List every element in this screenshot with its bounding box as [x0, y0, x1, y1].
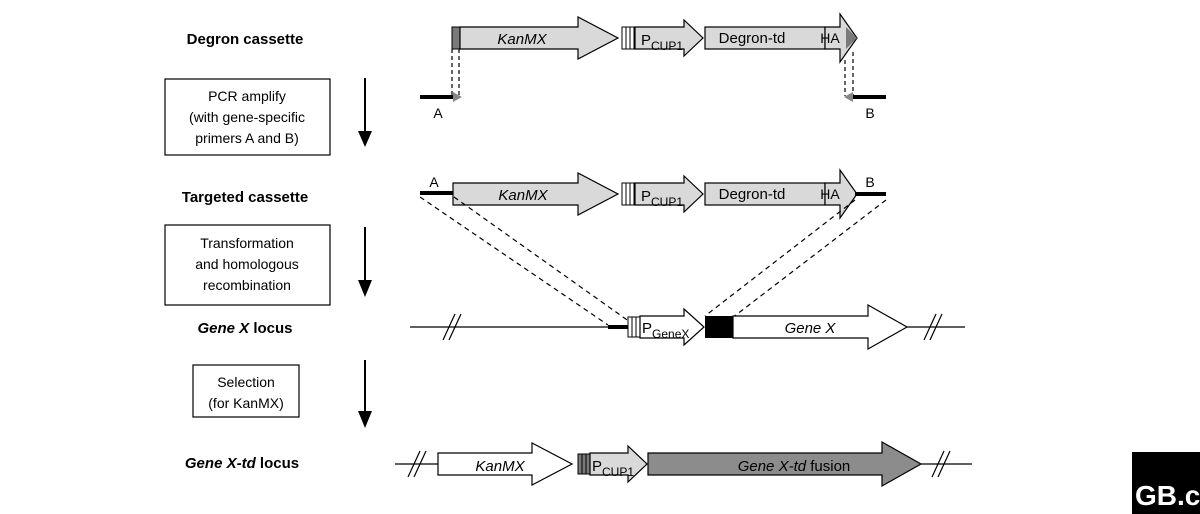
targeted-kanmx-arrow — [452, 172, 620, 216]
td-pcup1-label: PCUP1 — [592, 458, 634, 479]
label-gene-x-locus: Gene X locus — [197, 320, 292, 337]
step-transformation-box: Transformation and homologous recombinat… — [164, 224, 331, 306]
step-pcr-line2: (with gene-specific — [189, 109, 305, 125]
pcup1-arrow — [634, 18, 704, 58]
targeted-terminator-marks — [621, 182, 635, 206]
step-transform-line2: and homologous — [195, 256, 299, 272]
label-gene-x-td-locus: Gene X-td locus — [185, 455, 299, 472]
step-selection-line2: (for KanMX) — [208, 395, 283, 411]
targeted-kanmx-label: KanMX — [498, 187, 548, 204]
primer-a-label: A — [433, 105, 443, 121]
gene-x-td-fusion-arrow — [647, 440, 923, 488]
td-kanmx-label: KanMX — [475, 458, 525, 475]
gene-x-arrow — [732, 303, 909, 351]
targeted-ha-label: HA — [820, 186, 840, 202]
step-transform-line1: Transformation — [200, 235, 294, 251]
locus-break-left-icon — [442, 313, 462, 341]
terminator-marks — [621, 26, 635, 50]
td-kanmx-arrow — [437, 442, 574, 486]
recombination-guides — [419, 196, 887, 326]
targeted-ha-arrow — [824, 168, 858, 220]
primer-a: A — [420, 49, 462, 121]
pcup1-label: PCUP1 — [641, 32, 683, 53]
down-arrow-3 — [358, 360, 372, 428]
primer-b-label: B — [865, 105, 874, 121]
kanmx-arrow — [459, 16, 620, 60]
locus-terminator-marks — [627, 316, 641, 338]
targeted-b-label: B — [865, 174, 874, 190]
degron-td-label: Degron-td — [719, 30, 786, 47]
targeted-pcup1-arrow — [634, 174, 704, 214]
pgenex-label: PGeneX — [642, 320, 689, 341]
down-arrow-1 — [358, 78, 372, 147]
targeted-a-label: A — [429, 174, 439, 190]
targeted-pcup1-label: PCUP1 — [641, 188, 683, 209]
gene-x-locus-row: PGeneX Gene X — [410, 303, 965, 351]
logo-text: GB.c — [1135, 480, 1200, 511]
label-degron-cassette: Degron cassette — [187, 31, 304, 48]
step-pcr-box: PCR amplify (with gene-specific primers … — [164, 78, 331, 156]
step-selection-line1: Selection — [217, 374, 275, 390]
ha-label: HA — [820, 30, 840, 46]
degron-cassette-row: KanMX PCUP1 Degron-td HA — [451, 12, 858, 64]
gene-x-td-locus-row: KanMX PCUP1 Gene X-td fusion — [395, 440, 972, 488]
logo-badge: GB.c — [1132, 452, 1200, 514]
step-pcr-line3: primers A and B) — [195, 130, 299, 146]
step-pcr-line1: PCR amplify — [208, 88, 286, 104]
label-targeted-cassette: Targeted cassette — [182, 189, 308, 206]
ha-arrow — [824, 12, 858, 64]
targeted-cassette-row: A KanMX PCUP1 Degron-td HA B — [420, 168, 886, 220]
primer-b: B — [844, 52, 886, 121]
step-selection-box: Selection (for KanMX) — [192, 364, 300, 418]
td-break-right-icon — [931, 450, 951, 478]
td-pcup1-arrow — [589, 444, 648, 484]
locus-break-right-icon — [923, 313, 943, 341]
td-break-left-icon — [407, 450, 427, 478]
gene-x-label: Gene X — [785, 320, 837, 337]
down-arrow-2 — [358, 227, 372, 297]
kanmx-label: KanMX — [497, 31, 547, 48]
td-terminator-marks — [577, 453, 591, 475]
targeted-degron-td-label: Degron-td — [719, 186, 786, 203]
step-transform-line3: recombination — [203, 277, 291, 293]
gene-x-start-block — [705, 316, 733, 338]
pgenex-arrow — [639, 307, 705, 347]
gene-x-td-fusion-label: Gene X-td fusion — [738, 458, 851, 475]
